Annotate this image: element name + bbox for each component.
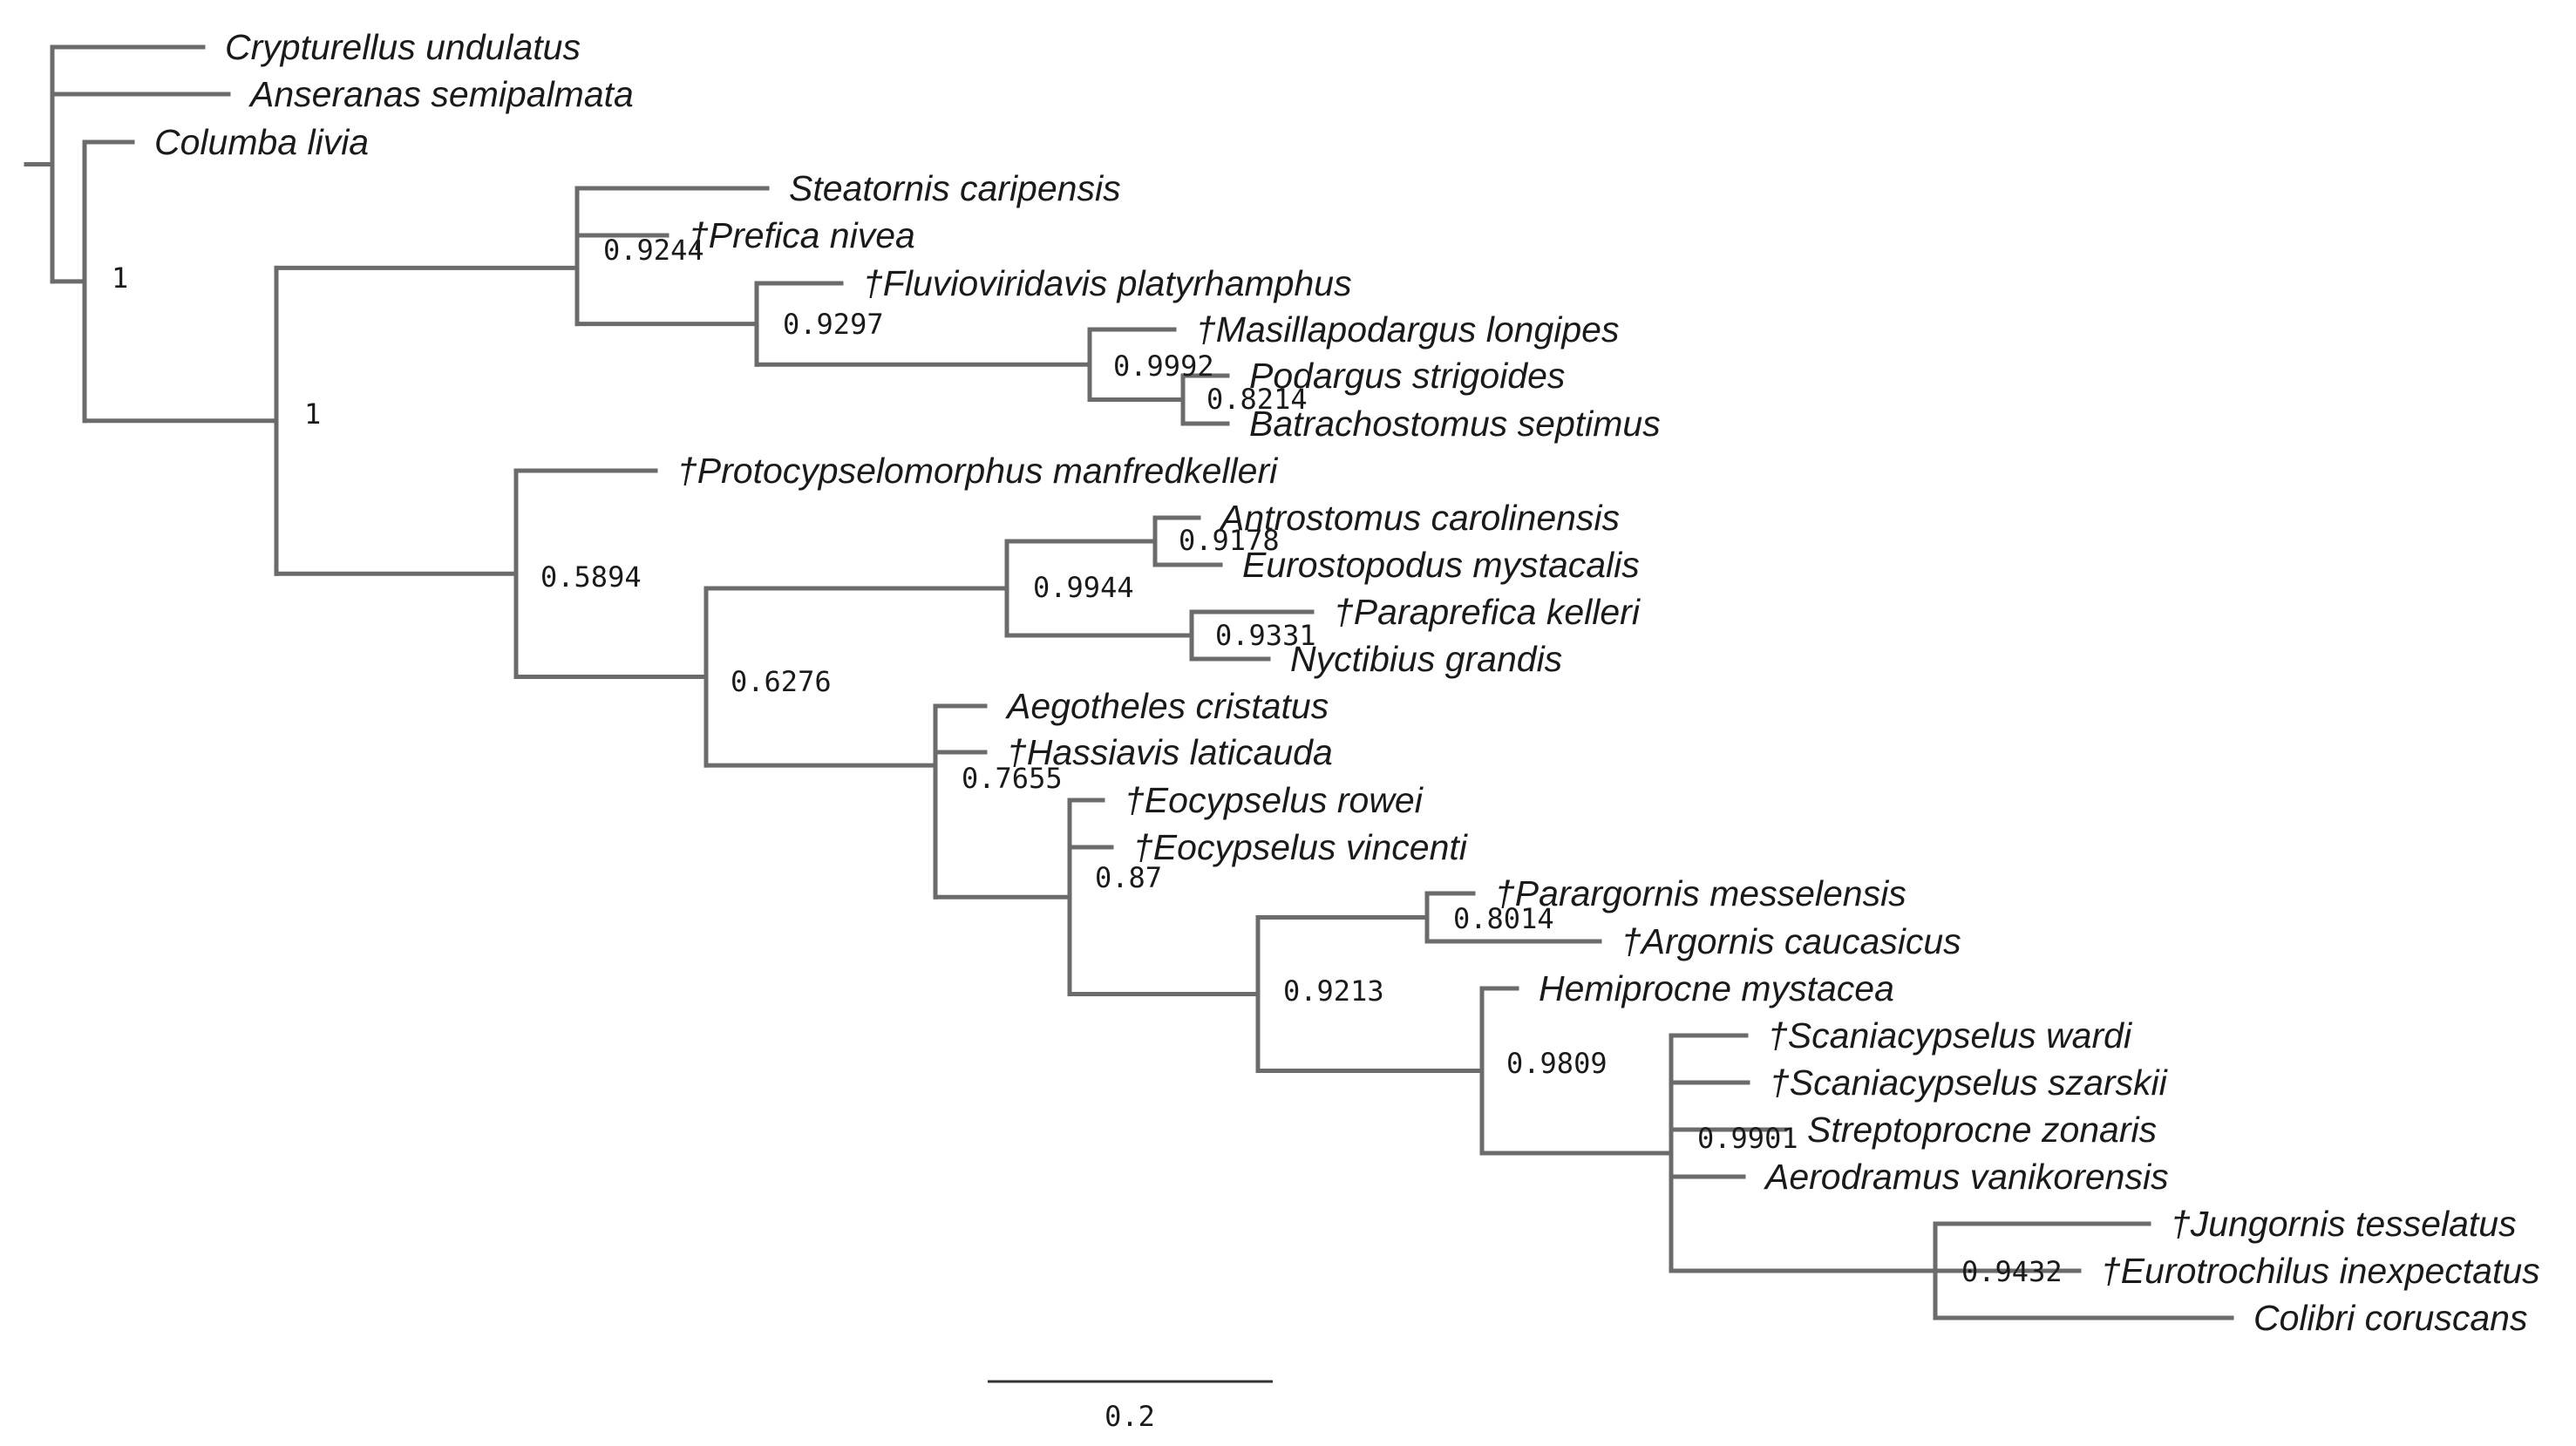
- support-value-n_pro_grp: 0.5894: [540, 560, 642, 594]
- taxon-label-pod: Podargus strigoides: [1249, 356, 1565, 396]
- taxon-label-col: Columba livia: [154, 122, 369, 162]
- support-value-n_apod_all: 0.9213: [1283, 974, 1384, 1008]
- taxon-label-scs: †Scaniacypselus szarskii: [1770, 1062, 2169, 1103]
- taxon-label-aeg: Aegotheles cristatus: [1004, 686, 1329, 726]
- support-value-n_strisores: 1: [304, 397, 321, 431]
- taxon-label-arg: †Argornis caucasicus: [1621, 921, 1961, 961]
- taxon-label-pro: †Protocypselomorphus manfredkelleri: [677, 451, 1279, 491]
- taxon-label-ste: Steatornis caripensis: [789, 168, 1121, 208]
- taxon-label-nyc: Nyctibius grandis: [1290, 639, 1562, 679]
- taxon-label-pre: †Prefica nivea: [689, 215, 915, 255]
- tree-branches: [24, 44, 2234, 1320]
- taxon-label-bat: Batrachostomus septimus: [1249, 404, 1661, 444]
- taxon-label-has: †Hassiavis laticauda: [1007, 732, 1333, 772]
- taxon-label-mas: †Masillapodargus longipes: [1196, 309, 1619, 350]
- support-value-n_caprim: 0.6276: [731, 665, 832, 698]
- taxon-label-eut: †Eurotrochilus inexpectatus: [2101, 1251, 2540, 1291]
- support-value-n_colstr: 1: [112, 261, 128, 295]
- support-value-n_swifts: 0.9901: [1697, 1122, 1798, 1155]
- support-value-n_eocyp: 0.87: [1095, 861, 1162, 894]
- support-value-n_hem_grp: 0.9809: [1506, 1047, 1607, 1080]
- taxon-label-aer: Aerodramus vanikorensis: [1763, 1157, 2169, 1197]
- scale-bar-label: 0.2: [1104, 1400, 1155, 1433]
- support-value-n_pod_bat: 0.8214: [1206, 383, 1308, 416]
- taxon-label-eov: †Eocypselus vincenti: [1133, 827, 1469, 867]
- support-value-n_ant_eur: 0.9178: [1179, 524, 1280, 557]
- taxon-label-pam: †Parargornis messelensis: [1495, 873, 1907, 913]
- taxon-label-ant: Antrostomus carolinensis: [1218, 498, 1620, 538]
- support-value-n_has_grp: 0.7655: [962, 762, 1063, 795]
- taxon-label-cor: Colibri coruscans: [2253, 1298, 2527, 1338]
- taxon-label-str: Streptoprocne zonaris: [1807, 1110, 2157, 1150]
- scale-bar: 0.2: [988, 1380, 1273, 1433]
- taxon-label-jun: †Jungornis tesselatus: [2171, 1204, 2517, 1244]
- taxon-label-cry: Crypturellus undulatus: [225, 27, 581, 67]
- support-value-n_podargi: 0.9992: [1113, 350, 1214, 383]
- taxon-label-eor: †Eocypselus rowei: [1125, 780, 1424, 820]
- taxon-label-scw: †Scaniacypselus wardi: [1768, 1015, 2133, 1056]
- support-value-n_flu_grp: 0.9297: [783, 308, 884, 341]
- support-value-n_nyct_cap: 0.9944: [1033, 571, 1134, 604]
- support-value-n_par_nyc: 0.9331: [1215, 619, 1316, 652]
- support-value-n_parg: 0.8014: [1453, 902, 1554, 935]
- taxon-label-eur: Eurostopodus mystacalis: [1242, 545, 1640, 585]
- taxon-label-ans: Anseranas semipalmata: [248, 74, 634, 114]
- support-value-n_ste_pre: 0.9244: [603, 234, 704, 267]
- taxon-label-hem: Hemiprocne mystacea: [1539, 968, 1894, 1008]
- taxon-label-flu: †Fluvioviridavis platyrhamphus: [863, 263, 1352, 303]
- support-value-n_humm: 0.9432: [1961, 1255, 2063, 1288]
- taxon-label-par: †Paraprefica kelleri: [1334, 592, 1641, 632]
